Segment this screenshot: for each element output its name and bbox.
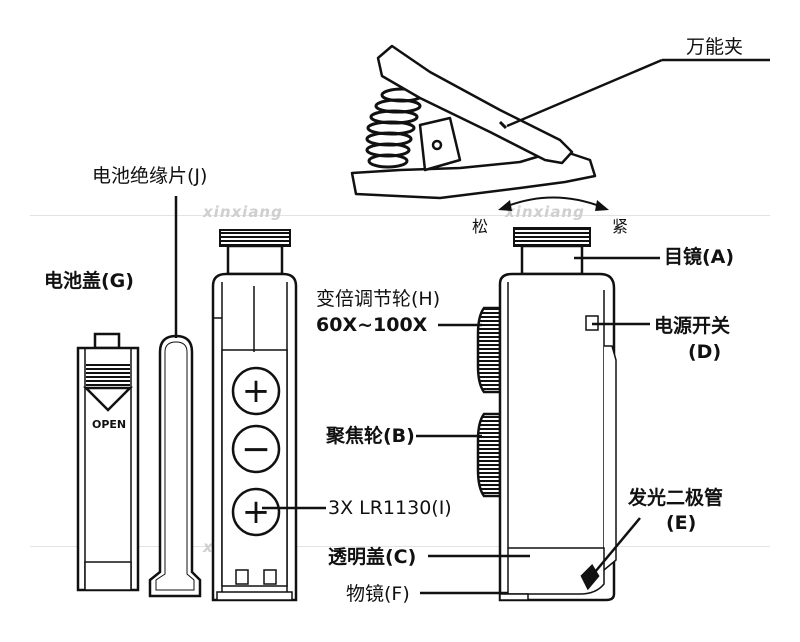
label-tighten: 紧	[612, 217, 629, 236]
label-battery-cover: 电池盖(G)	[44, 270, 134, 292]
watermark-text: xinxiang	[203, 203, 283, 221]
open-marking: OPEN	[92, 418, 127, 431]
label-zoom-range: 60X~100X	[316, 314, 428, 336]
svg-text:−: −	[241, 429, 271, 470]
microscope-back-view: + − +	[211, 229, 298, 602]
universal-clip	[350, 44, 597, 200]
label-power-switch: 电源开关	[654, 315, 731, 337]
leader-lines	[262, 256, 660, 595]
watermark-line	[30, 546, 770, 547]
label-eyepiece: 目镜(A)	[664, 246, 735, 268]
label-clip: 万能夹	[686, 36, 744, 58]
label-power-switch-code: (D)	[688, 341, 722, 363]
label-transparent-cover: 透明盖(C)	[328, 546, 417, 568]
label-led-code: (E)	[666, 512, 697, 534]
label-objective: 物镜(F)	[346, 583, 410, 605]
battery-cover	[76, 332, 140, 592]
label-zoom-wheel: 变倍调节轮(H)	[316, 288, 441, 310]
watermark-text: xinxiang	[505, 203, 585, 221]
rotate-arrow	[504, 196, 603, 208]
label-led: 发光二极管	[628, 487, 724, 509]
battery-insulator	[148, 334, 202, 598]
label-focus-wheel: 聚焦轮(B)	[326, 425, 415, 447]
svg-text:+: +	[242, 371, 271, 411]
label-battery-insulator: 电池绝缘片(J)	[92, 165, 208, 187]
label-battery-spec: 3X LR1130(I)	[328, 497, 452, 519]
label-loosen: 松	[472, 217, 489, 236]
svg-text:+: +	[242, 492, 271, 532]
microscope-side-view	[476, 227, 617, 602]
watermark-line	[30, 215, 770, 216]
